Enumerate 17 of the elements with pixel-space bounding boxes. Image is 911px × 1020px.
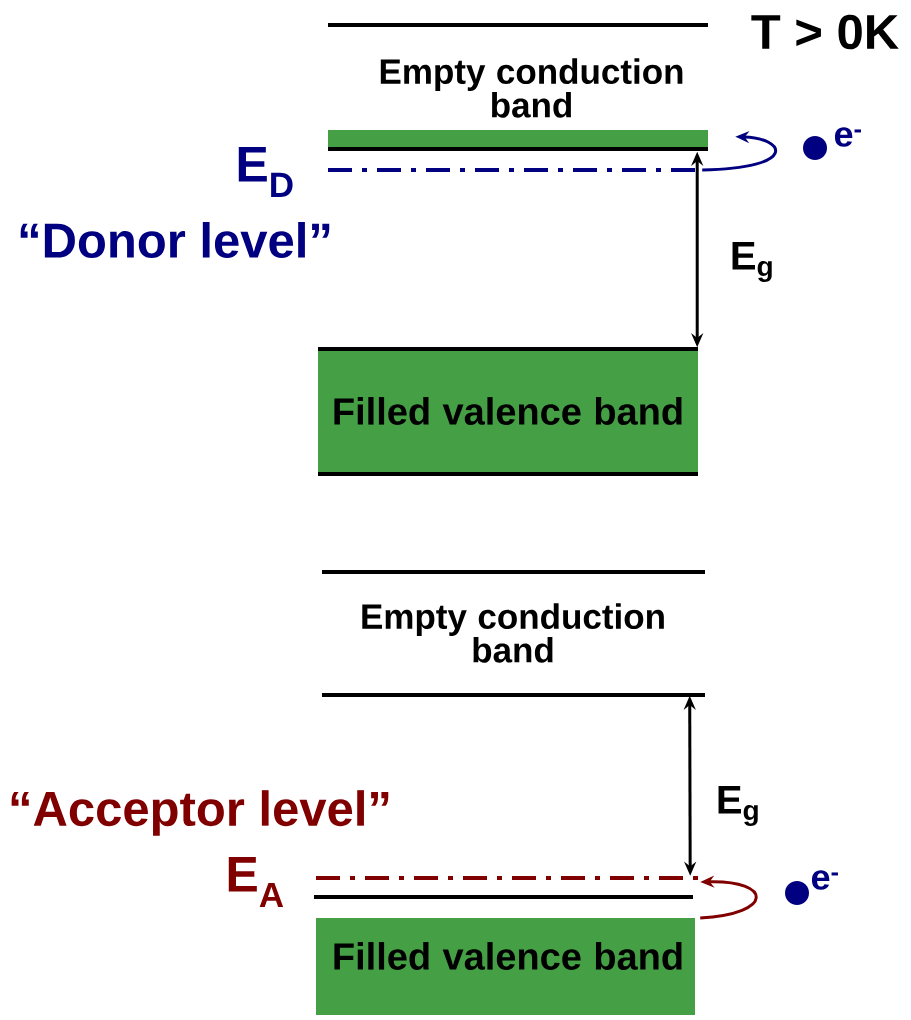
conduction-band: Empty conduction band	[322, 570, 705, 697]
node-label: Empty conduction band	[380, 58, 683, 118]
electron: e$^{-}$	[803, 127, 861, 160]
temperature-label: T > 0K	[751, 14, 899, 50]
valence-band: Filled valence band	[318, 347, 698, 476]
level-name: “Donor level”	[20, 222, 330, 258]
node-label: e$^{-}$	[834, 127, 861, 147]
node-label: e$^{-}$	[811, 870, 838, 890]
edge-label: E$_{g}$	[728, 241, 776, 283]
edge-label: E$_{g}$	[714, 785, 762, 827]
conduction-band: Empty conduction band	[328, 23, 708, 151]
electron: e$^{-}$	[785, 870, 838, 905]
level-symbol: E$_{A}$	[228, 857, 284, 907]
level-symbol: E$_{D}$	[238, 147, 293, 197]
acceptor-level-line	[316, 876, 700, 880]
valence-band: Filled valence band	[314, 895, 695, 1015]
level-name: “Acceptor level”	[11, 790, 389, 836]
